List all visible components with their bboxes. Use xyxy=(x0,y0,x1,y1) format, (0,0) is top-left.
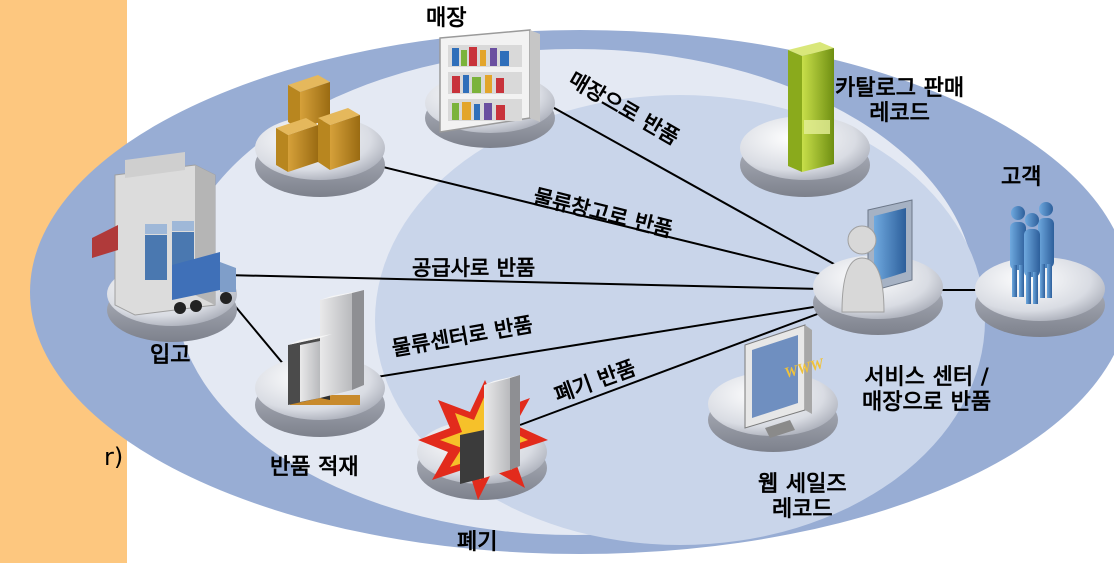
label-store: 매장 xyxy=(426,6,467,31)
label-web-line2: 레코드 xyxy=(771,497,833,523)
label-catalog-line2: 레코드 xyxy=(869,101,930,127)
web-monitor-icon: WWW xyxy=(744,324,827,438)
label-returns-storage: 반품 적재 xyxy=(270,455,359,480)
label-service-line2: 매장으로 반품 xyxy=(862,390,992,416)
service-agent-icon xyxy=(841,199,913,313)
label-web: 웹 세일즈 레코드 xyxy=(758,472,847,523)
pallet-boxes-icon xyxy=(288,290,364,405)
catalog-binder-icon xyxy=(788,42,834,172)
warehouse-truck-icon xyxy=(92,152,236,316)
connection-lines xyxy=(224,74,985,426)
customers-icon xyxy=(1010,202,1054,304)
bookshelf-icon xyxy=(439,29,540,133)
label-service: 서비스 센터 / 매장으로 반품 xyxy=(862,365,991,416)
label-disposal: 폐기 xyxy=(457,530,498,555)
edge-label-to-supplier: 공급사로 반품 xyxy=(412,256,536,280)
label-catalog: 카탈로그 판매 레코드 xyxy=(835,76,964,127)
side-panel-fragment-paren: r) xyxy=(104,443,124,471)
label-service-line1: 서비스 센터 / xyxy=(864,365,989,390)
label-customer: 고객 xyxy=(1001,165,1042,190)
label-catalog-line1: 카탈로그 판매 xyxy=(835,76,965,101)
disposal-burst-icon xyxy=(418,375,548,500)
label-web-line1: 웹 세일즈 xyxy=(758,472,847,497)
cardboard-boxes-icon xyxy=(276,75,360,172)
label-receiving: 입고 xyxy=(150,343,191,368)
